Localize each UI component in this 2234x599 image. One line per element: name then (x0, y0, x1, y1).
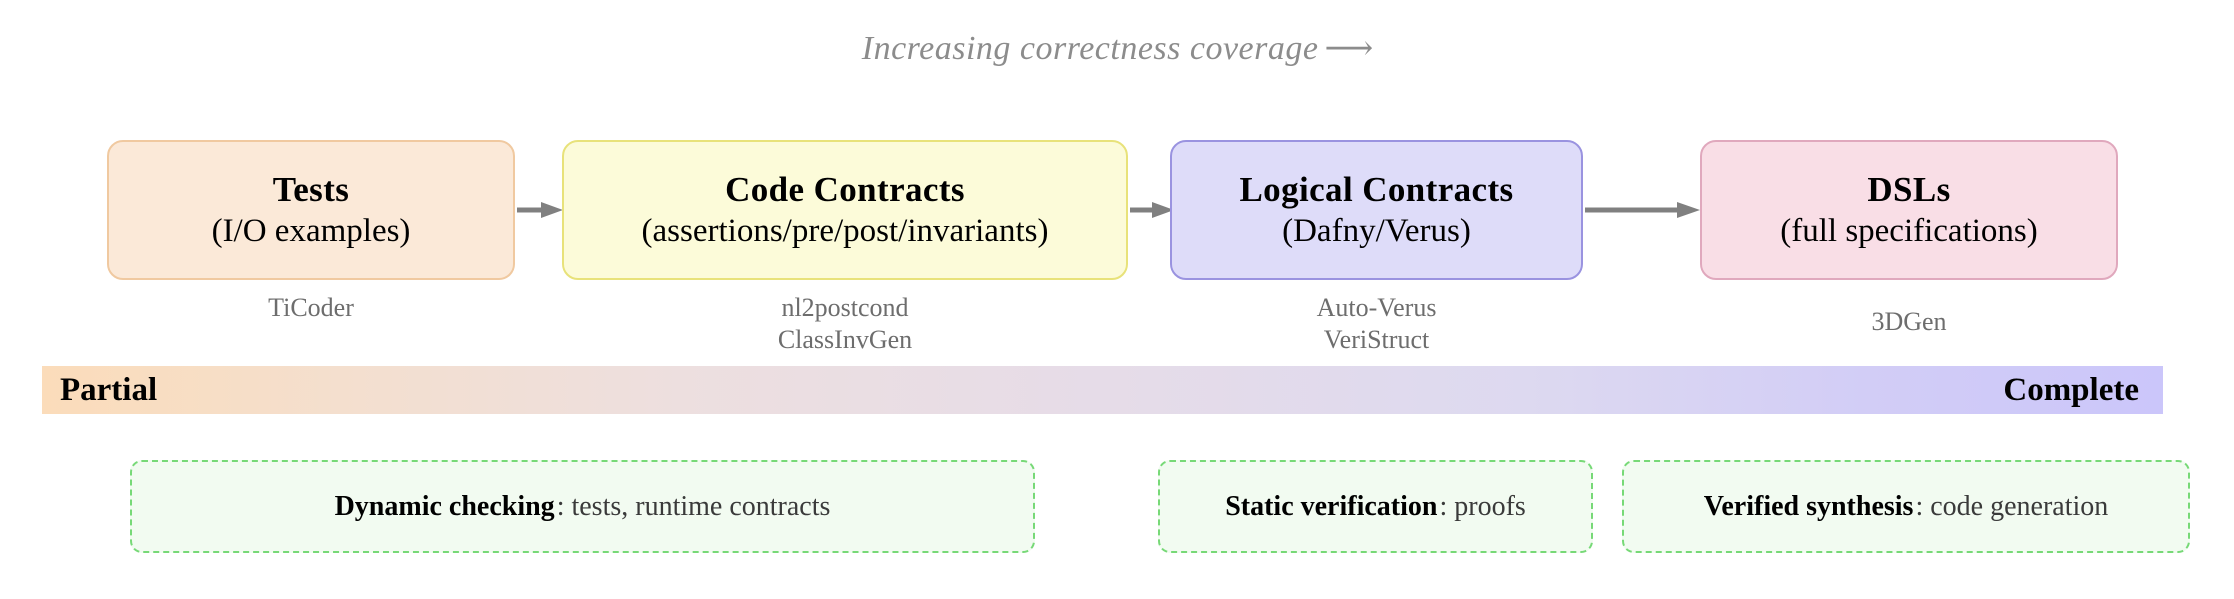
diagram-heading: Increasing correctness coverage⟶ (0, 28, 2234, 68)
stage-box-logical-contracts[interactable]: Logical Contracts (Dafny/Verus) (1170, 140, 1583, 280)
tool-label-tests: TiCoder (107, 292, 515, 324)
stage-subtitle: (full specifications) (1780, 213, 2038, 250)
stage-box-dsls[interactable]: DSLs (full specifications) (1700, 140, 2118, 280)
spectrum-label-partial: Partial (60, 371, 158, 408)
heading-text: Increasing correctness coverage (861, 30, 1319, 67)
coverage-spectrum-bar: Partial Complete (42, 366, 2163, 414)
note-rest: : proofs (1439, 490, 1526, 522)
note-box-static-verification: Static verification: proofs (1158, 460, 1593, 553)
tool-label-logical-contracts: Auto-Verus VeriStruct (1170, 292, 1583, 355)
tool-name: TiCoder (268, 293, 354, 322)
arrow-logical-contracts-to-dsls (1585, 202, 1700, 218)
note-lead: Verified synthesis (1703, 490, 1914, 522)
tool-name: ClassInvGen (777, 324, 913, 354)
note-lead: Dynamic checking (334, 490, 555, 522)
stage-box-tests[interactable]: Tests (I/O examples) (107, 140, 515, 280)
tool-label-dsls: 3DGen (1700, 306, 2118, 338)
arrow-tests-to-code-contracts (517, 202, 563, 218)
stage-subtitle: (I/O examples) (211, 213, 411, 250)
arrow-code-contracts-to-logical-contracts (1130, 202, 1174, 218)
heading-right-arrow-icon: ⟶ (1324, 30, 1373, 67)
note-rest: : tests, runtime contracts (556, 490, 831, 522)
tool-name: 3DGen (1871, 307, 1947, 336)
stage-title: Tests (272, 169, 350, 209)
stage-title: DSLs (1867, 169, 1951, 209)
note-box-dynamic-checking: Dynamic checking: tests, runtime contrac… (130, 460, 1035, 553)
tool-name: nl2postcond (781, 293, 909, 322)
tool-name: Auto-Verus (1316, 293, 1437, 322)
spectrum-label-complete: Complete (2003, 371, 2139, 408)
note-box-verified-synthesis: Verified synthesis: code generation (1622, 460, 2190, 553)
tool-name: VeriStruct (1323, 324, 1430, 354)
stage-box-code-contracts[interactable]: Code Contracts (assertions/pre/post/inva… (562, 140, 1128, 280)
stage-subtitle: (assertions/pre/post/invariants) (641, 213, 1049, 250)
stage-title: Code Contracts (725, 169, 965, 209)
tool-label-code-contracts: nl2postcond ClassInvGen (562, 292, 1128, 355)
stage-title: Logical Contracts (1239, 169, 1514, 209)
note-rest: : code generation (1915, 490, 2109, 522)
note-lead: Static verification (1225, 490, 1438, 522)
stage-subtitle: (Dafny/Verus) (1282, 213, 1471, 250)
